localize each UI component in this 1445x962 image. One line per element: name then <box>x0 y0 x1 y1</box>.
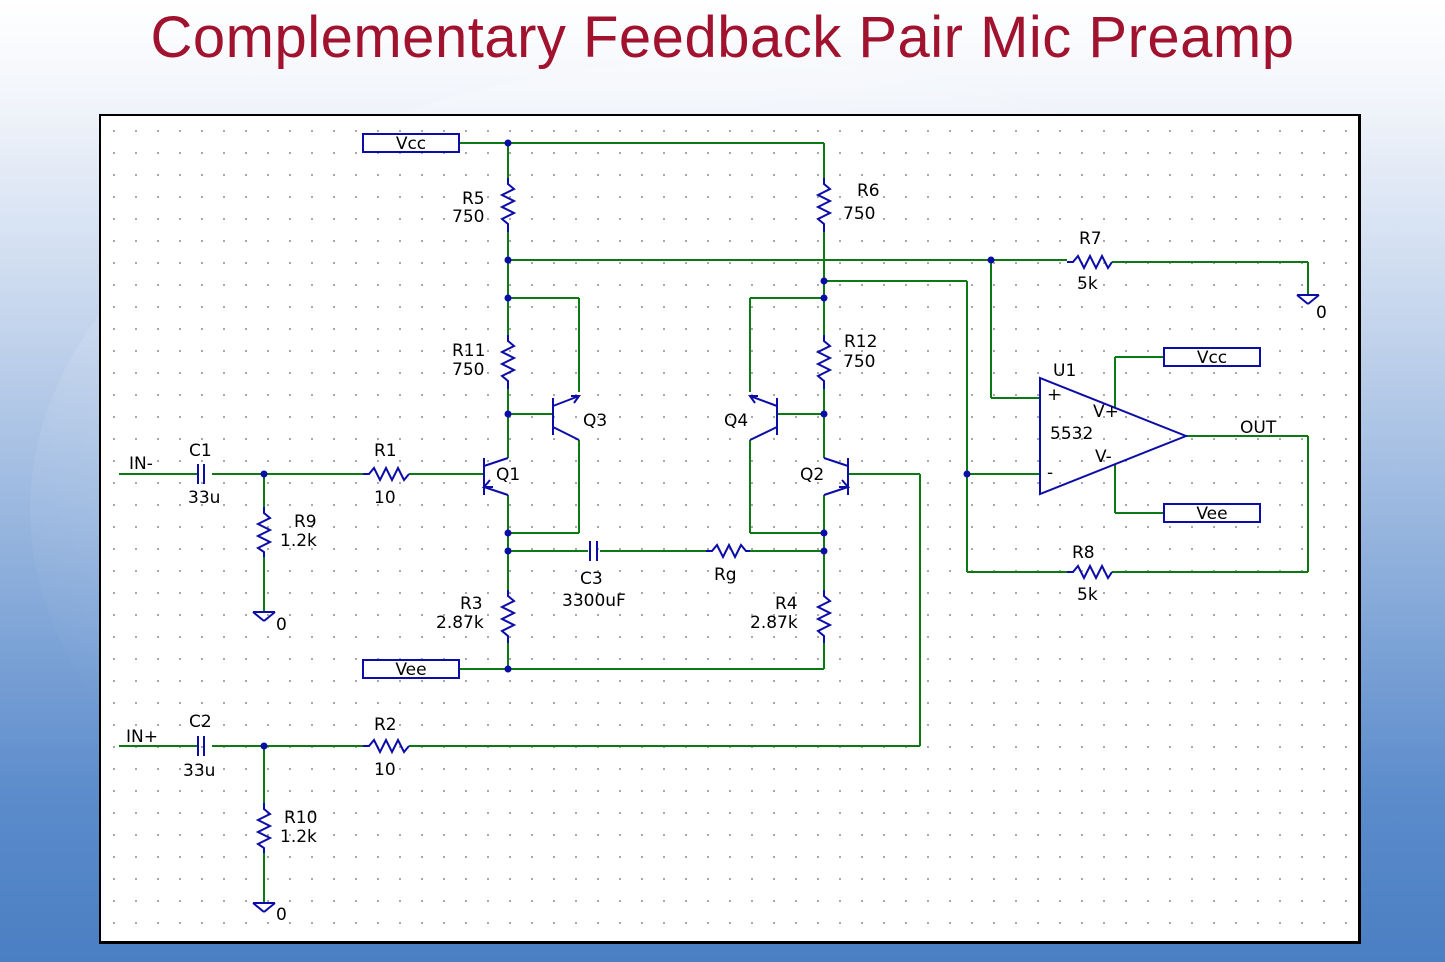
q3-ref: Q3 <box>583 411 607 431</box>
r12-value: 750 <box>843 352 875 372</box>
u1-plus-label: + <box>1047 385 1061 405</box>
r12-resistor <box>815 335 833 389</box>
q3-transistor <box>552 395 581 441</box>
r1-resistor <box>363 465 410 483</box>
q1-transistor <box>481 457 509 496</box>
c1-ref: C1 <box>189 441 212 461</box>
r4-value: 2.87k <box>750 613 798 633</box>
r2-resistor <box>363 737 410 755</box>
rg-ref: Rg <box>714 565 737 585</box>
r1-ref: R1 <box>374 441 397 461</box>
r10-value: 1.2k <box>280 827 317 847</box>
r3-ref: R3 <box>460 594 483 614</box>
r5-ref: R5 <box>462 189 485 209</box>
r10-ref: R10 <box>284 808 317 828</box>
schematic-sheet <box>99 114 1361 944</box>
out-label: OUT <box>1240 418 1277 438</box>
vee-left-port-label: Vee <box>395 660 426 680</box>
r2-value: 10 <box>374 760 396 780</box>
vee-opamp-port-label: Vee <box>1196 504 1227 524</box>
r10-resistor <box>255 803 273 853</box>
c3-value: 3300uF <box>562 591 626 611</box>
c1-capacitor <box>197 464 205 484</box>
slide-title: Complementary Feedback Pair Mic Preamp <box>150 5 1295 70</box>
r12-ref: R12 <box>844 332 877 352</box>
u1-ref: U1 <box>1053 361 1076 381</box>
vee-opamp-port <box>1163 503 1261 523</box>
vcc-opamp-port <box>1163 347 1261 367</box>
r4-ref: R4 <box>775 594 798 614</box>
r7-value: 5k <box>1077 274 1098 294</box>
r8-resistor <box>1067 563 1113 581</box>
c2-ref: C2 <box>189 712 212 732</box>
r11-value: 750 <box>452 360 484 380</box>
c3-capacitor <box>589 541 598 561</box>
c1-value: 33u <box>188 488 220 508</box>
u1-vminus-label: V- <box>1095 447 1112 467</box>
c3-ref: C3 <box>580 569 603 589</box>
r7-ref: R7 <box>1079 229 1102 249</box>
u1-minus-label: - <box>1047 463 1053 483</box>
vee-left-port <box>362 659 460 679</box>
u1-vplus-label: V+ <box>1093 402 1119 422</box>
vcc-top-port <box>362 133 460 153</box>
u1-value: 5532 <box>1050 424 1093 444</box>
ground-r9-label: 0 <box>276 615 287 635</box>
r6-value: 750 <box>843 204 875 224</box>
ground-r10-icon <box>252 902 276 913</box>
ground-r7-label: 0 <box>1316 303 1327 323</box>
ground-r9-icon <box>252 611 276 622</box>
vcc-top-port-label: Vcc <box>396 134 426 154</box>
r3-resistor <box>499 590 517 643</box>
c2-capacitor <box>197 736 205 756</box>
q1-ref: Q1 <box>496 465 520 485</box>
r8-ref: R8 <box>1072 543 1095 563</box>
c2-value: 33u <box>183 761 215 781</box>
in-plus-label: IN+ <box>126 727 158 747</box>
q2-ref: Q2 <box>800 465 824 485</box>
r8-value: 5k <box>1077 585 1098 605</box>
ground-r10-label: 0 <box>276 905 287 925</box>
rg-resistor <box>706 542 750 560</box>
r5-value: 750 <box>452 207 484 227</box>
q2-transistor <box>823 457 851 496</box>
u1-opamp <box>1039 376 1189 496</box>
r5-resistor <box>499 178 517 232</box>
r6-resistor <box>815 178 833 232</box>
r3-value: 2.87k <box>436 613 484 633</box>
r7-resistor <box>1067 253 1113 271</box>
q4-ref: Q4 <box>724 411 748 431</box>
r2-ref: R2 <box>374 715 397 735</box>
r4-resistor <box>815 590 833 643</box>
r1-value: 10 <box>374 488 396 508</box>
r9-value: 1.2k <box>280 531 317 551</box>
r11-resistor <box>499 335 517 389</box>
r6-ref: R6 <box>857 181 880 201</box>
junction-dots <box>260 139 995 750</box>
q4-transistor <box>748 395 778 441</box>
r9-resistor <box>255 507 273 557</box>
vcc-opamp-port-label: Vcc <box>1197 348 1227 368</box>
r11-ref: R11 <box>452 341 485 361</box>
r9-ref: R9 <box>294 512 317 532</box>
in-minus-label: IN- <box>129 454 153 474</box>
wires <box>119 142 1309 903</box>
